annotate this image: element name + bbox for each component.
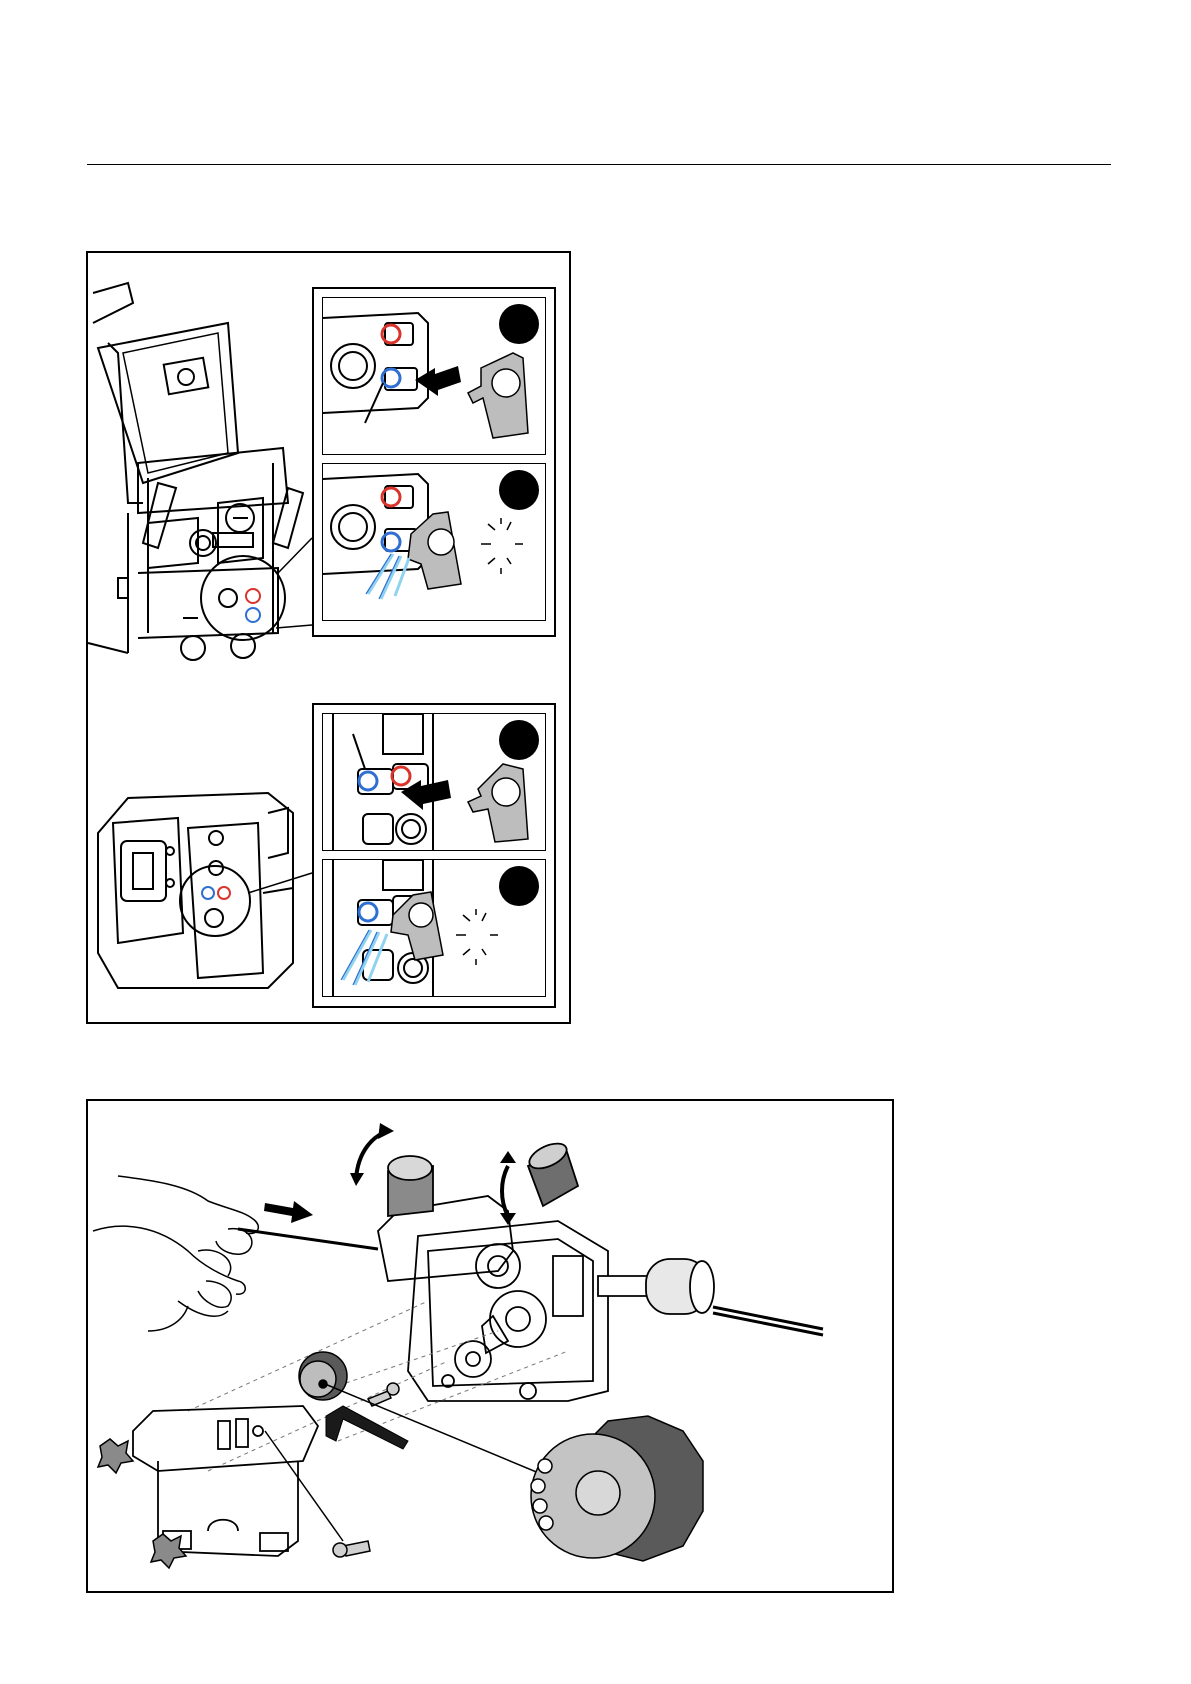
- star-knobs: [98, 1439, 186, 1568]
- push-connector-drawing: [323, 298, 546, 455]
- step-panel-2: [322, 463, 546, 621]
- feeder-body: [378, 1196, 608, 1401]
- drive-roll-small: [299, 1352, 347, 1400]
- step-panel-4: [322, 859, 546, 997]
- connector-figure: [86, 251, 571, 1024]
- release-connector-drawing-2: [323, 860, 546, 997]
- step-panel-3: [322, 713, 546, 851]
- cover-plate: [133, 1406, 318, 1556]
- upper-detail-inset: [312, 287, 556, 637]
- push-arrow: [264, 1201, 313, 1223]
- wire-feeder-figure: [86, 1099, 894, 1593]
- hex-key: [326, 1406, 408, 1449]
- header-rule: [87, 164, 1111, 165]
- lower-detail-inset: [312, 703, 556, 1008]
- step-panel-1: [322, 297, 546, 455]
- push-connector-drawing-2: [323, 714, 546, 851]
- tension-knobs: [388, 1138, 578, 1216]
- hand-illustration: [93, 1176, 258, 1331]
- release-connector-drawing: [323, 464, 546, 621]
- wire-feeder-exploded-view: [88, 1101, 896, 1595]
- wire-rod: [238, 1229, 378, 1249]
- wire-guide: [598, 1259, 823, 1335]
- drive-roll-detail: [531, 1416, 703, 1561]
